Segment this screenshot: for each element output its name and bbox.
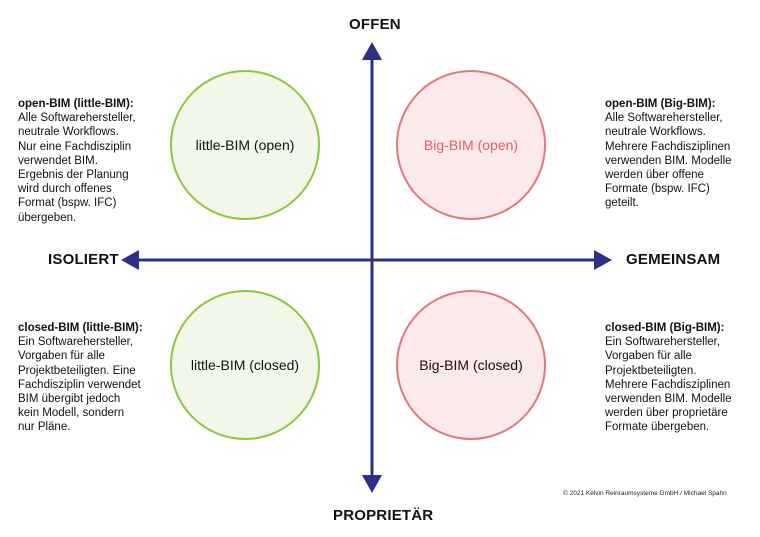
desc-line: wird durch offenes [18, 183, 112, 196]
circle-big-bim-closed: Big-BIM (closed) [396, 290, 546, 440]
desc-bottom-right: closed-BIM (Big-BIM): Ein Softwareherste… [605, 321, 755, 435]
desc-top-left: open-BIM (little-BIM): Alle Softwarehers… [18, 97, 168, 225]
desc-line: Mehrere Fachdisziplinen [605, 140, 731, 153]
desc-line: Nur eine Fachdisziplin [18, 140, 132, 153]
circle-little-bim-open: little-BIM (open) [170, 70, 320, 220]
desc-line: Format (bspw. IFC) [18, 197, 117, 210]
desc-line: werden über proprietäre [605, 407, 728, 420]
axis-label-left: ISOLIERT [48, 251, 119, 268]
desc-line: Vorgaben für alle [605, 350, 692, 363]
desc-line: verwendet BIM. [18, 154, 98, 167]
copyright-notice: © 2021 Kelvin Reinraumsysteme GmbH / Mic… [563, 490, 727, 497]
arrow-left-icon [121, 250, 139, 270]
arrow-up-icon [362, 42, 382, 60]
circle-label: little-BIM (open) [195, 137, 295, 153]
desc-heading: closed-BIM (Big-BIM): [605, 322, 725, 334]
desc-line: werden über offene [605, 169, 704, 182]
desc-bottom-left: closed-BIM (little-BIM): Ein Softwareher… [18, 321, 168, 435]
axis-label-bottom: PROPRIETÄR [333, 507, 434, 524]
desc-line: neutrale Workflows. [18, 126, 119, 139]
desc-heading: open-BIM (little-BIM): [18, 98, 134, 110]
desc-line: Alle Softwarehersteller, [18, 112, 136, 125]
desc-line: Vorgaben für alle [18, 350, 105, 363]
desc-line: Projektbeteiligten. Eine [18, 364, 136, 377]
desc-line: Ein Softwarehersteller, [605, 336, 721, 349]
desc-line: geteilt. [605, 197, 639, 210]
axis-label-top: OFFEN [349, 16, 401, 33]
circle-label: Big-BIM (open) [423, 137, 519, 153]
circle-label: Big-BIM (closed) [419, 357, 523, 373]
desc-line: Alle Softwarehersteller, [605, 112, 723, 125]
desc-line: Mehrere Fachdisziplinen [605, 378, 731, 391]
desc-line: Formate (bspw. IFC) [605, 183, 710, 196]
desc-line: Projektbeteiligten. [605, 364, 697, 377]
desc-top-right: open-BIM (Big-BIM): Alle Softwareherstel… [605, 97, 755, 211]
desc-line: nur Pläne. [18, 421, 71, 434]
axis-label-right: GEMEINSAM [626, 251, 721, 268]
desc-heading: closed-BIM (little-BIM): [18, 322, 143, 334]
desc-line: BIM übergibt jedoch [18, 393, 121, 406]
desc-line: Formate übergeben. [605, 421, 710, 434]
desc-line: Fachdisziplin verwendet [18, 378, 141, 391]
desc-line: verwenden BIM. Modelle [605, 154, 732, 167]
desc-line: übergeben. [18, 211, 77, 224]
circle-little-bim-closed: little-BIM (closed) [170, 290, 320, 440]
desc-line: kein Modell, sondern [18, 407, 125, 420]
arrow-down-icon [362, 475, 382, 493]
desc-line: verwenden BIM. Modelle [605, 393, 732, 406]
circle-big-bim-open: Big-BIM (open) [396, 70, 546, 220]
circle-label: little-BIM (closed) [190, 357, 300, 373]
desc-heading: open-BIM (Big-BIM): [605, 98, 716, 110]
arrow-right-icon [594, 250, 612, 270]
desc-line: Ergebnis der Planung [18, 169, 129, 182]
desc-line: Ein Softwarehersteller, [18, 336, 134, 349]
desc-line: neutrale Workflows. [605, 126, 706, 139]
